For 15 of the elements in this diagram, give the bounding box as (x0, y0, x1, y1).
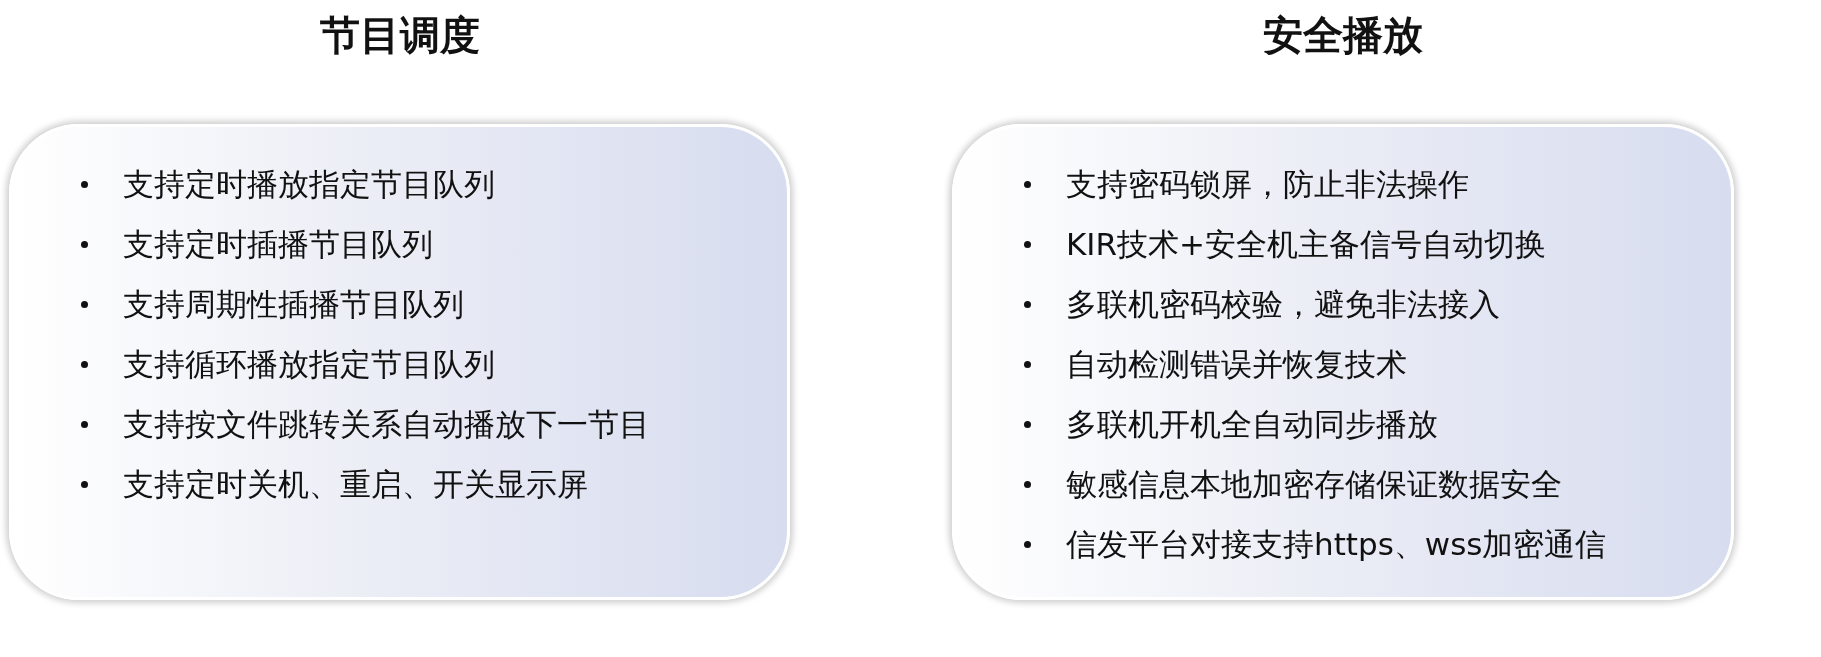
list-text: 支持周期性插播节目队列 (123, 286, 464, 322)
list-text: 支持按文件跳转关系自动播放下一节目 (123, 406, 650, 442)
list-text: 支持循环播放指定节目队列 (123, 346, 495, 382)
list-text: 多联机密码校验，避免非法接入 (1066, 286, 1500, 322)
list-text: 支持密码锁屏，防止非法操作 (1066, 166, 1469, 202)
list-text: KIR技术+安全机主备信号自动切换 (1066, 226, 1546, 262)
panel-heading: 安全播放 (1263, 11, 1423, 60)
list-text: 支持定时插播节目队列 (123, 226, 433, 262)
panel-heading: 节目调度 (319, 11, 480, 60)
list-text: 信发平台对接支持https、wss加密通信 (1066, 526, 1607, 562)
list-text: 多联机开机全自动同步播放 (1066, 406, 1438, 442)
list-text: 支持定时关机、重启、开关显示屏 (123, 466, 588, 502)
list-text: 自动检测错误并恢复技术 (1066, 346, 1407, 382)
list-text: 支持定时播放指定节目队列 (123, 166, 495, 202)
list-text: 敏感信息本地加密存储保证数据安全 (1066, 466, 1562, 502)
